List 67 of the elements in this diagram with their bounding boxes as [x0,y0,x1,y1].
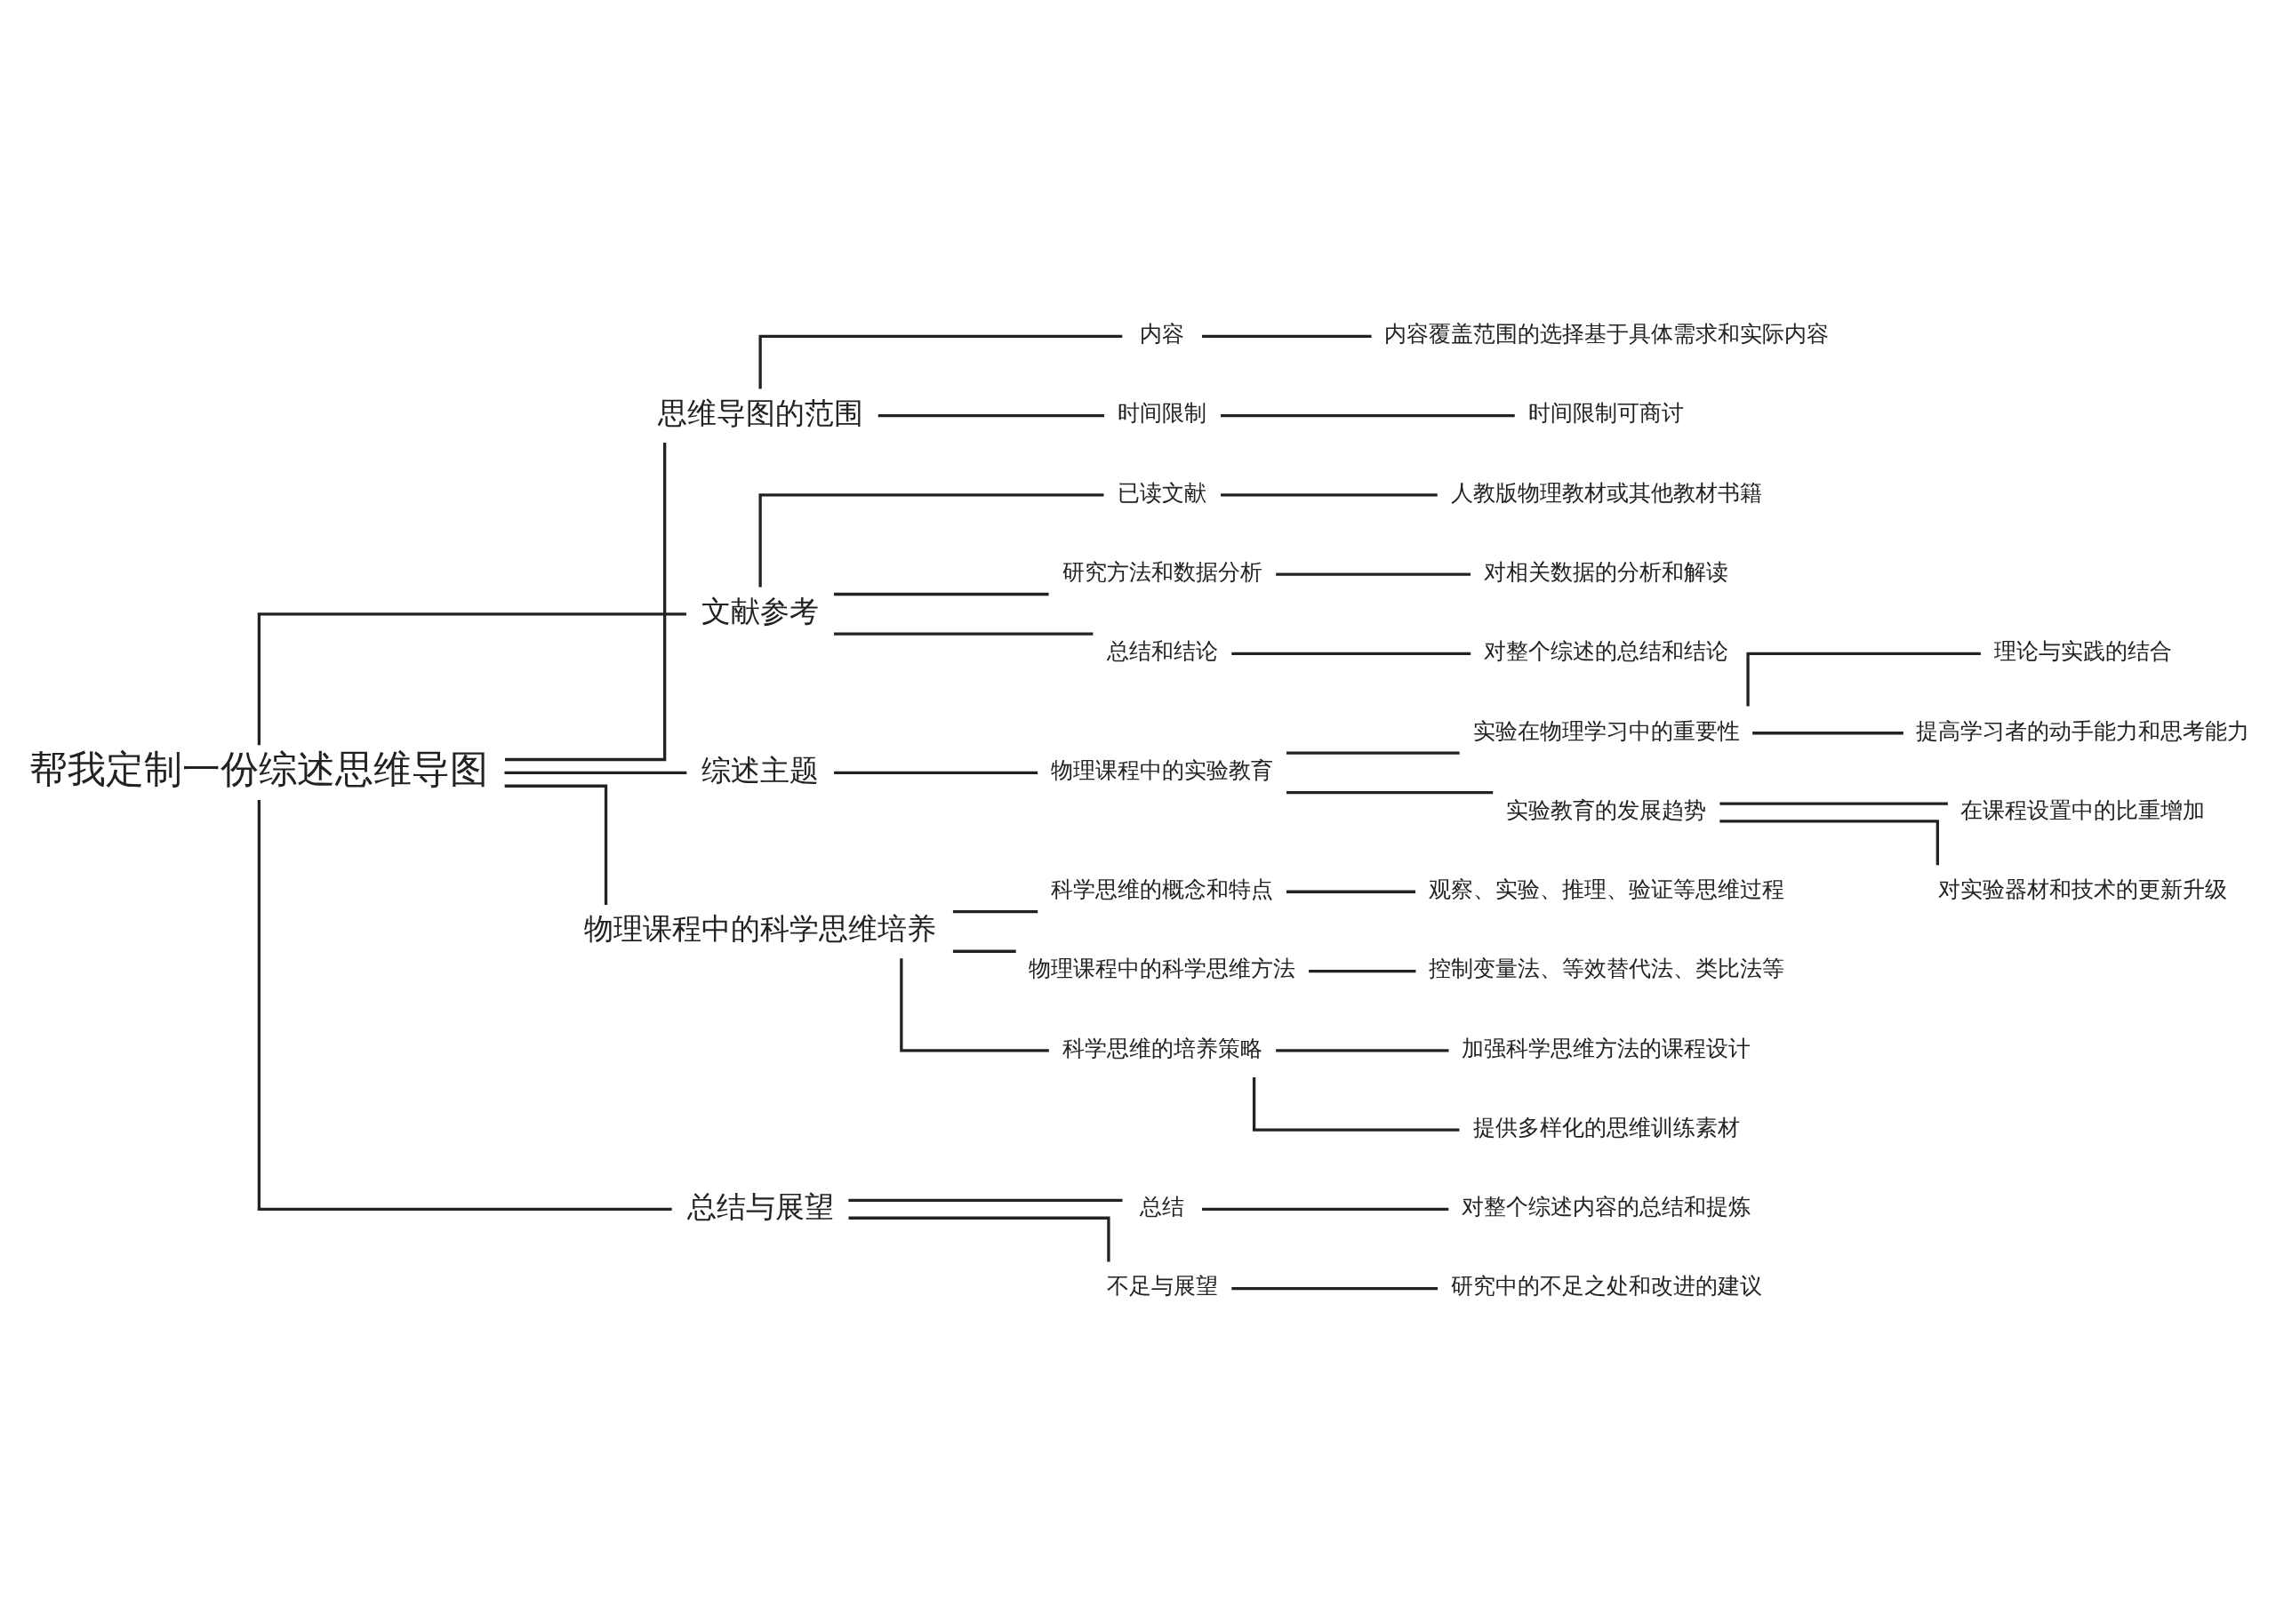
connector [504,784,608,905]
node-text: 综述主题 [701,752,820,788]
connector [758,334,1123,388]
connector [1202,1207,1449,1211]
connector [1221,492,1438,497]
node-text: 帮我定制一份综述思维导图 [29,746,489,791]
node-text: 提高学习者的动手能力和思考能力 [1916,717,2250,744]
node-text: 思维导图的范围 [657,395,863,430]
connector [1202,334,1372,338]
node-text: 物理课程中的实验教育 [1051,756,1274,783]
connector [1286,790,1494,794]
connector [1286,890,1416,893]
connector [758,492,1104,587]
connector [834,771,1038,774]
node-text: 研究方法和数据分析 [1062,558,1262,585]
node-text: 总结 [1140,1193,1185,1220]
node-text: 实验在物理学习中的重要性 [1472,717,1740,744]
connector [505,442,667,761]
node-text: 对整个综述内容的总结和提炼 [1462,1193,1751,1220]
node-text: 已读文献 [1118,479,1207,506]
node-text: 加强科学思维方法的课程设计 [1462,1035,1751,1061]
node-text: 实验教育的发展趋势 [1506,796,1707,823]
connector [257,799,672,1211]
node-text: 研究中的不足之处和改进的建议 [1450,1272,1762,1299]
connector [834,632,1094,636]
connector [257,612,686,745]
connector [834,592,1049,596]
node-text: 控制变量法、等效替代法、类比法等 [1428,955,1784,981]
connector [952,909,1038,913]
connector [1746,652,1981,706]
node-text: 总结与展望 [686,1188,834,1224]
connector [848,1216,1110,1262]
node-text: 科学思维的概念和特点 [1051,876,1274,902]
node-text: 科学思维的培养策略 [1062,1035,1262,1061]
connector [1752,731,1903,734]
connector [1231,1286,1439,1290]
connector [952,949,1016,953]
connector [504,771,687,774]
node-text: 文献参考 [701,593,820,628]
node-text: 观察、实验、推理、验证等思维过程 [1428,876,1784,902]
node-text: 内容覆盖范围的选择基于具体需求和实际内容 [1383,320,1829,347]
connector [1309,969,1416,972]
node-text: 不足与展望 [1106,1272,1218,1299]
connector [1221,413,1515,417]
node-text: 人教版物理教材或其他教材书籍 [1450,479,1762,506]
node-text: 对相关数据的分析和解读 [1484,558,1729,585]
node-text: 在课程设置中的比重增加 [1960,796,2206,823]
node-text: 时间限制可商讨 [1528,399,1685,426]
node-text: 总结和结论 [1106,637,1218,664]
node-text: 理论与实践的结合 [1993,637,2172,664]
connector [900,957,1049,1052]
connector [878,413,1104,417]
node-text: 对实验器材和技术的更新升级 [1938,876,2228,902]
connector [1252,1076,1460,1132]
connector [848,1198,1123,1202]
connector [1276,572,1471,576]
node-text: 时间限制 [1118,399,1207,426]
connector [1231,652,1471,655]
node-text: 内容 [1140,320,1185,347]
node-text: 物理课程中的科学思维方法 [1029,955,1296,981]
node-text: 对整个综述的总结和结论 [1484,637,1729,664]
node-text: 提供多样化的思维训练素材 [1472,1114,1740,1140]
connector [1719,819,1939,865]
connector [1276,1048,1449,1052]
connector [1286,750,1460,755]
connector [1719,801,1948,805]
node-text: 物理课程中的科学思维培养 [584,910,937,946]
